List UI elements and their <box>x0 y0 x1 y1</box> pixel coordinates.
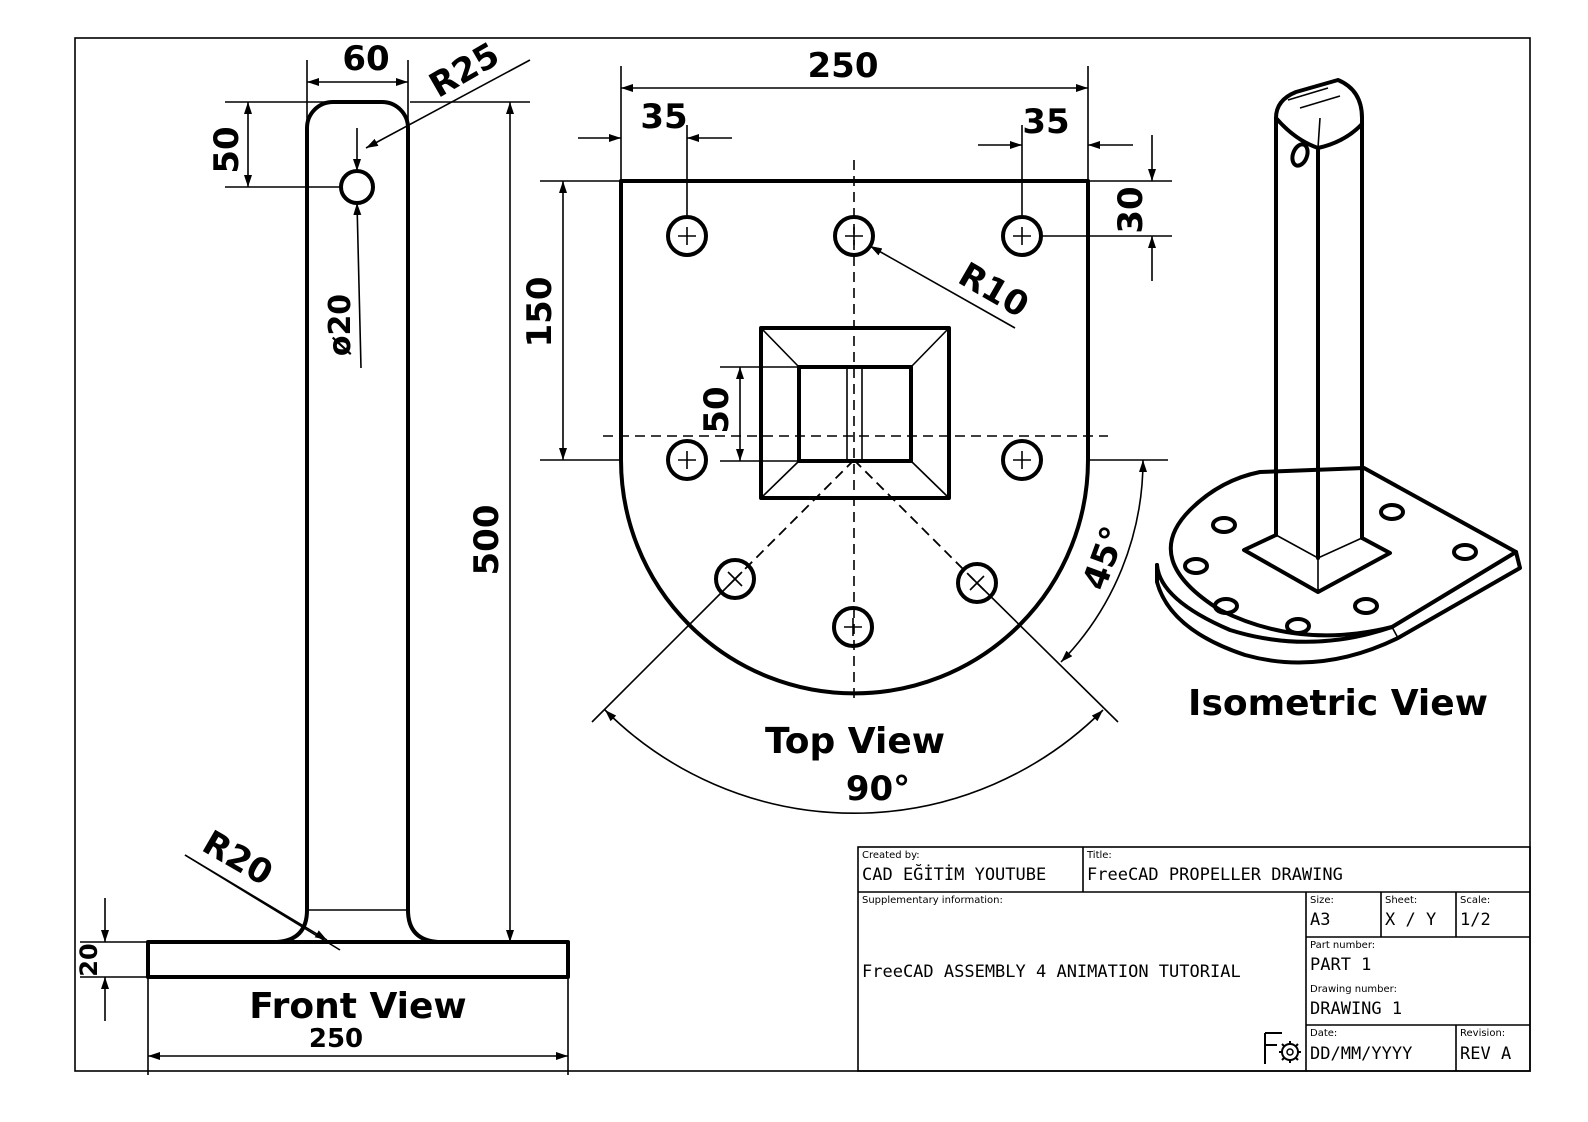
hole-mid-right <box>1001 439 1043 481</box>
iso-base-top <box>1168 466 1518 638</box>
isometric-view-title: Isometric View <box>1188 683 1488 724</box>
hole-bottom <box>832 606 874 648</box>
top-dim-50: 50 <box>697 386 737 433</box>
tb-sheet-label: Sheet: <box>1385 895 1417 906</box>
top-dim-90deg: 90° <box>846 769 910 809</box>
iso-base-side <box>1155 550 1522 665</box>
tb-date-label: Date: <box>1310 1028 1337 1039</box>
top-dim-250: 250 <box>808 46 879 86</box>
tb-created-by-label: Created by: <box>862 850 920 861</box>
front-dim-r20: R20 <box>196 823 280 894</box>
tb-size-label: Size: <box>1310 895 1334 906</box>
tb-drawing-number: DRAWING 1 <box>1310 999 1402 1019</box>
top-dim-45deg: 45° <box>1075 521 1135 595</box>
top-holes <box>666 215 1043 648</box>
top-dim-30: 30 <box>1111 186 1151 233</box>
hole-mid-left <box>666 439 708 481</box>
sheet-border <box>74 37 1531 1072</box>
top-dim-150: 150 <box>520 277 560 348</box>
top-view: 250 35 35 30 150 R10 50 45° <box>520 46 1172 814</box>
iso-post <box>1274 78 1364 540</box>
tb-scale-label: Scale: <box>1460 895 1490 906</box>
tb-supplementary-label: Supplementary information: <box>862 895 1003 906</box>
tb-sheet: X / Y <box>1385 910 1436 930</box>
hole-top-center <box>833 215 875 257</box>
tb-revision-label: Revision: <box>1460 1028 1505 1039</box>
top-view-title: Top View <box>765 721 945 762</box>
iso-post-hole <box>1290 142 1310 168</box>
tb-title: FreeCAD PROPELLER DRAWING <box>1087 865 1343 885</box>
tb-created-by: CAD EĞİTİM YOUTUBE <box>862 863 1046 885</box>
freecad-logo-icon <box>1264 1032 1301 1064</box>
top-post-inner <box>797 365 913 463</box>
front-dim-dia20: ø20 <box>323 294 358 356</box>
hole-top-right <box>1001 215 1043 257</box>
top-dim-35-right: 35 <box>1022 102 1069 142</box>
tb-date: DD/MM/YYYY <box>1310 1044 1412 1064</box>
front-dim-20: 20 <box>75 943 103 976</box>
front-base <box>146 940 570 979</box>
tb-supplementary: FreeCAD ASSEMBLY 4 ANIMATION TUTORIAL <box>862 962 1241 982</box>
tb-part-number-label: Part number: <box>1310 940 1375 951</box>
tb-title-label: Title: <box>1086 850 1112 861</box>
hole-top-left <box>666 215 708 257</box>
tb-size: A3 <box>1310 910 1330 930</box>
tb-revision: REV A <box>1460 1044 1511 1064</box>
front-view: 60 R25 50 ø20 500 R20 20 250 Front <box>75 35 570 1075</box>
front-dim-60: 60 <box>342 39 389 79</box>
tb-part-number: PART 1 <box>1310 955 1371 975</box>
title-block: Created by: CAD EĞİTİM YOUTUBE Title: Fr… <box>857 846 1531 1072</box>
front-dim-250: 250 <box>309 1024 363 1054</box>
front-dim-500: 500 <box>467 505 507 576</box>
top-post-outer <box>759 326 951 500</box>
isometric-view: Isometric View <box>1155 78 1522 724</box>
iso-base-holes <box>1183 503 1478 635</box>
front-dim-50: 50 <box>207 126 247 173</box>
top-dim-35-left: 35 <box>640 97 687 137</box>
tb-drawing-number-label: Drawing number: <box>1310 984 1397 995</box>
front-view-title: Front View <box>249 986 466 1027</box>
tb-scale: 1/2 <box>1460 910 1491 930</box>
front-hole <box>339 169 375 205</box>
